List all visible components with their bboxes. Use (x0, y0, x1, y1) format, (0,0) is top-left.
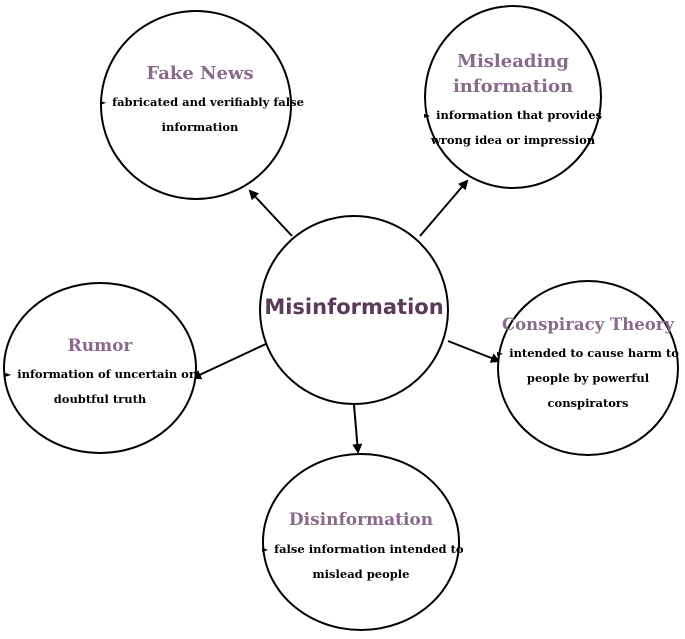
bullet-icon: ► (5, 369, 12, 379)
rumor-line-1: ►information of uncertain or (5, 367, 195, 381)
misleading-title-line-1: Misleading (457, 51, 569, 72)
bullet-icon: ► (100, 97, 107, 107)
conspiracy-title: Conspiracy Theory (501, 315, 675, 334)
arrow-to-disinformation (352, 404, 363, 454)
misleading-line-2: wrong idea or impression (430, 133, 596, 147)
disinformation-line-1: ►false information intended to (262, 542, 464, 556)
bullet-icon: ► (262, 544, 269, 554)
arrow-to-rumor (191, 342, 269, 380)
rumor-circle (3, 282, 197, 454)
center-circle (259, 215, 449, 405)
rumor-title: Rumor (67, 336, 133, 356)
rumor-line-2: doubtful truth (53, 392, 147, 406)
fake-news-circle (100, 10, 292, 200)
conspiracy-theory-circle (497, 280, 679, 456)
misleading-title-line-2: information (452, 76, 574, 97)
conspiracy-line-1: ►intended to cause harm to (497, 346, 679, 360)
conspiracy-line-2: people by powerful (526, 371, 650, 385)
misleading-line-1: ►information that provides (424, 108, 602, 122)
arrow-to-fake-news (248, 189, 293, 237)
center-label: Misinformation (264, 295, 444, 319)
disinformation-title: Disinformation (288, 510, 434, 530)
bullet-icon: ► (424, 110, 431, 120)
disinformation-line-2: mislead people (312, 567, 410, 581)
disinformation-circle (262, 453, 460, 631)
fake-news-title: Fake News (146, 63, 254, 84)
fake-news-line-2: information (161, 120, 239, 134)
fake-news-line-1: ►fabricated and verifiably false (100, 95, 304, 109)
conspiracy-line-3: conspirators (547, 396, 629, 410)
misleading-information-circle (424, 5, 602, 189)
arrow-to-misleading-information (419, 179, 469, 237)
arrow-to-conspiracy-theory (447, 340, 501, 363)
bullet-icon: ► (497, 348, 504, 358)
